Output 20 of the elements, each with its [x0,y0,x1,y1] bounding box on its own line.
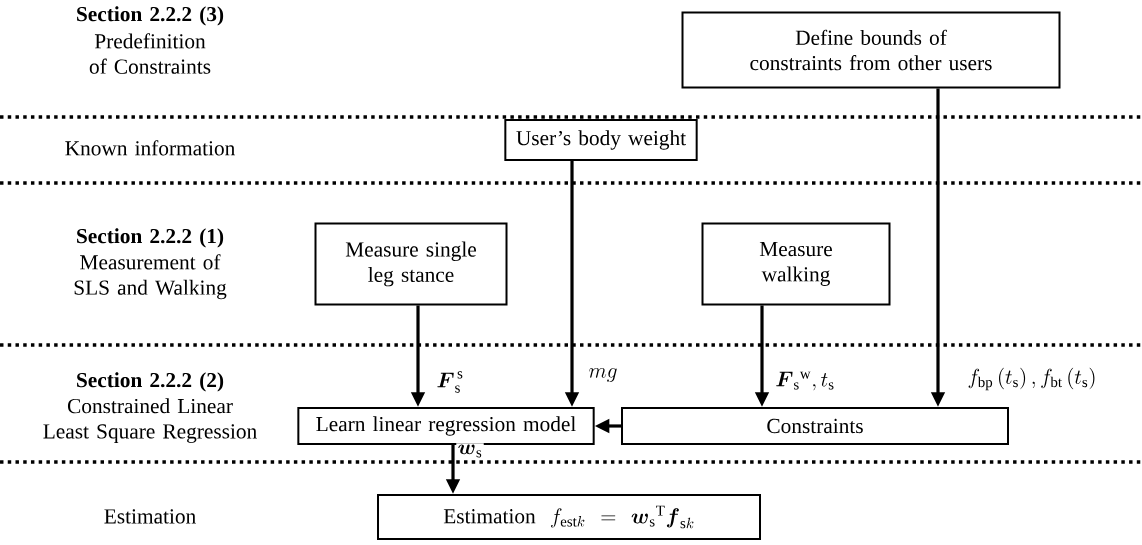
edge-label: $\boldsymbol{F}_{\mathrm{s}}{}^{\mathrm{w}}, t_{\mathrm{s}}$ [773,370,837,392]
section-label: Section 2.2.2 (3) [77,6,224,26]
process-box: Define bounds of constraints from other users [681,11,1061,89]
edge-label: $mg$ [587,367,619,383]
section-label: Constrained Linear Least Square Regression [43,398,257,443]
process-box: Measure single leg stance [314,222,508,306]
process-box: User’s body weight [504,119,698,161]
section-label: Predefinition of Constraints [89,33,211,74]
process-box: Estimation $f_{\mathrm{est}k} = \boldsymbol{w}_{\mathrm{s}}{}^{\mathrm{T}}\boldsymbol{f}_{\mathrm{s}k}$ [377,494,761,540]
section-label: Known information [65,140,235,156]
edge-label: $\boldsymbol{F}_{\mathrm{s}}^{\,\mathrm{s}}$ [435,370,465,394]
process-box: Learn linear regression model [297,407,595,445]
section-label: Section 2.2.2 (1) [77,228,224,248]
edge-label: $\boldsymbol{w}_{\mathrm{s}}$ [456,443,484,459]
section-label: Section 2.2.2 (2) [77,372,224,392]
edge-label: $f_{\mathrm{bp}}\left(t_{\mathrm{s}}\right), f_{\mathrm{bt}}\left(t_{\mathrm{s}}\right)$ [966,366,1098,392]
section-label: Measurement of SLS and Walking [74,254,227,300]
process-box: Constraints [621,407,1009,445]
section-label: Estimation [104,509,196,524]
process-box: Measure walking [701,222,891,306]
